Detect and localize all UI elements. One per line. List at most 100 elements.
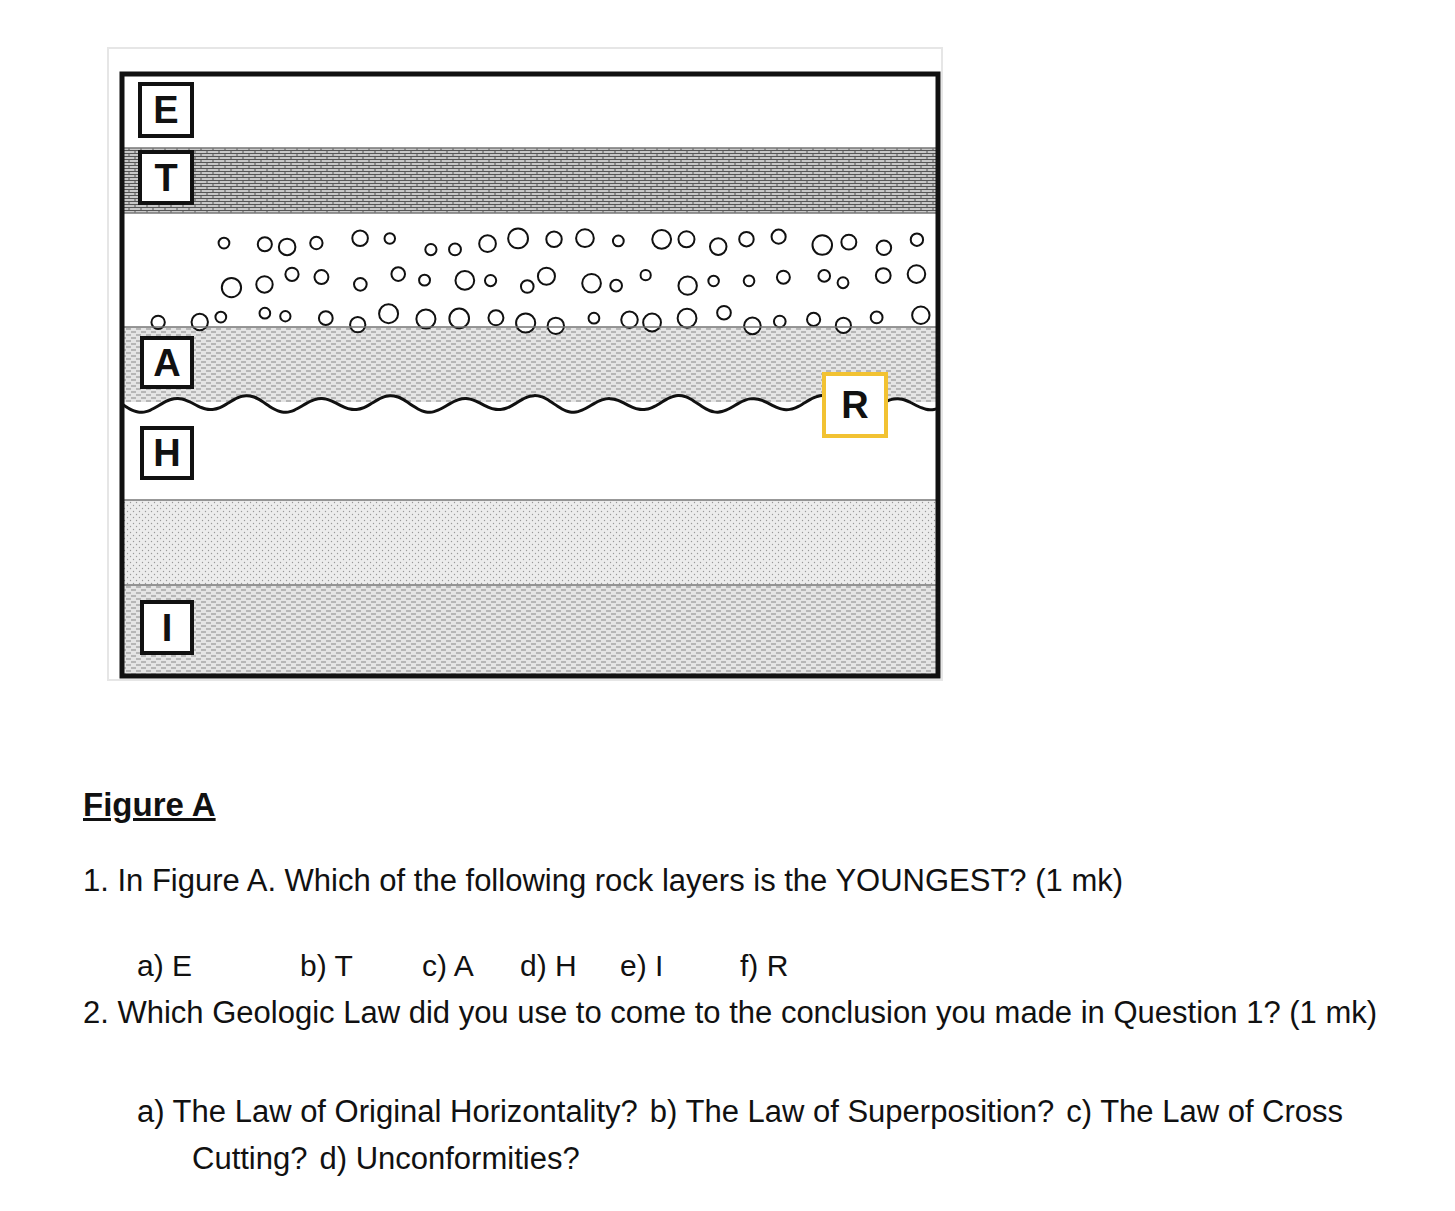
pebble — [774, 316, 786, 328]
answer-option: a) The Law of Original Horizontality? — [137, 1094, 638, 1129]
pebble — [280, 311, 290, 321]
layer-letter: A — [153, 344, 180, 382]
layer-letter: R — [841, 386, 868, 424]
pebble — [508, 228, 528, 248]
layer-label-box: T — [138, 150, 194, 205]
pebble — [425, 244, 436, 255]
outer-frame — [108, 48, 942, 680]
pebble — [352, 230, 368, 246]
pebble — [708, 276, 719, 287]
pebble — [222, 278, 241, 297]
pebble — [836, 318, 851, 333]
pebble — [652, 230, 671, 249]
answer-option: d) Unconformities? — [319, 1141, 579, 1176]
callout-box: R — [822, 372, 888, 438]
shale-layer — [122, 585, 938, 676]
pebble — [876, 268, 891, 283]
pebble — [772, 230, 786, 244]
figure-caption: Figure A — [83, 786, 216, 823]
pebble — [488, 310, 503, 325]
pebble — [538, 268, 555, 285]
pebble — [419, 275, 430, 286]
answer-option: f) R — [740, 949, 788, 982]
pebble — [717, 306, 731, 320]
pebble — [416, 309, 435, 328]
pebble — [710, 238, 727, 255]
layer-letter: I — [162, 609, 173, 647]
unconformity-line — [122, 396, 938, 413]
pebble — [641, 270, 651, 280]
pebble — [911, 234, 923, 246]
pebble — [912, 307, 929, 324]
pebble — [871, 312, 883, 324]
pebble — [521, 280, 534, 293]
pebble — [391, 267, 405, 281]
pebble — [589, 313, 600, 324]
pebble — [610, 280, 622, 292]
pebble — [546, 232, 561, 247]
pebble — [449, 243, 461, 255]
answer-option: a) E — [137, 949, 192, 982]
pebble — [812, 235, 832, 255]
layer-letter: T — [154, 159, 177, 197]
shale-layer — [122, 327, 938, 402]
pebble — [258, 237, 272, 251]
pebble — [319, 311, 333, 325]
pebble — [192, 314, 208, 330]
layer-letter: H — [153, 434, 180, 472]
pebble — [379, 304, 398, 323]
pebble — [621, 312, 638, 329]
pebble — [807, 313, 820, 326]
sandstone-layer — [122, 500, 938, 585]
pebble — [354, 278, 367, 291]
answer-option: d) H — [520, 949, 577, 982]
answer-option: e) I — [620, 949, 663, 982]
pebble — [908, 265, 926, 283]
pebble — [777, 271, 790, 284]
pebble — [877, 240, 892, 255]
answer-option: c) A — [422, 949, 474, 982]
pebble — [678, 276, 696, 294]
pebble — [260, 308, 271, 319]
pebble — [314, 270, 328, 284]
pebble — [613, 236, 624, 247]
pebble — [256, 276, 272, 292]
layer-label-box: H — [140, 426, 194, 480]
pebble — [350, 317, 365, 332]
pebble — [485, 275, 496, 286]
pebble — [548, 318, 564, 334]
question-text: 2. Which Geologic Law did you use to com… — [83, 995, 1377, 1030]
question-text: 1. In Figure A. Which of the following r… — [83, 863, 1123, 898]
pebble — [385, 233, 396, 244]
pebble — [285, 268, 298, 281]
layer-label-box: A — [140, 336, 194, 389]
pebble — [455, 271, 474, 290]
pebble — [449, 309, 469, 329]
layer-label-box: I — [140, 600, 194, 655]
column-frame — [122, 74, 938, 676]
pebble — [310, 237, 322, 249]
pebble — [582, 274, 601, 293]
layer-letter: E — [153, 91, 178, 129]
answer-option: b) The Law of Superposition? — [650, 1094, 1054, 1129]
pebble — [678, 309, 697, 328]
pebble — [739, 232, 754, 247]
pebble — [744, 318, 761, 335]
layer-boundary — [122, 148, 938, 585]
pebble — [479, 235, 496, 252]
pebble — [219, 238, 230, 249]
pebble — [818, 270, 830, 282]
pebble — [576, 229, 594, 247]
pebble — [838, 277, 849, 288]
pebble — [744, 276, 755, 287]
layer-label-box: E — [138, 82, 194, 138]
pebble — [841, 235, 856, 250]
conglomerate-pebbles — [151, 228, 929, 334]
answer-option: b) T — [300, 949, 353, 982]
pebble — [279, 239, 296, 256]
pebble — [516, 313, 535, 332]
pebble — [643, 314, 661, 332]
limestone-layer — [122, 148, 938, 213]
pebble — [678, 231, 694, 247]
eroded-surface — [122, 395, 938, 500]
